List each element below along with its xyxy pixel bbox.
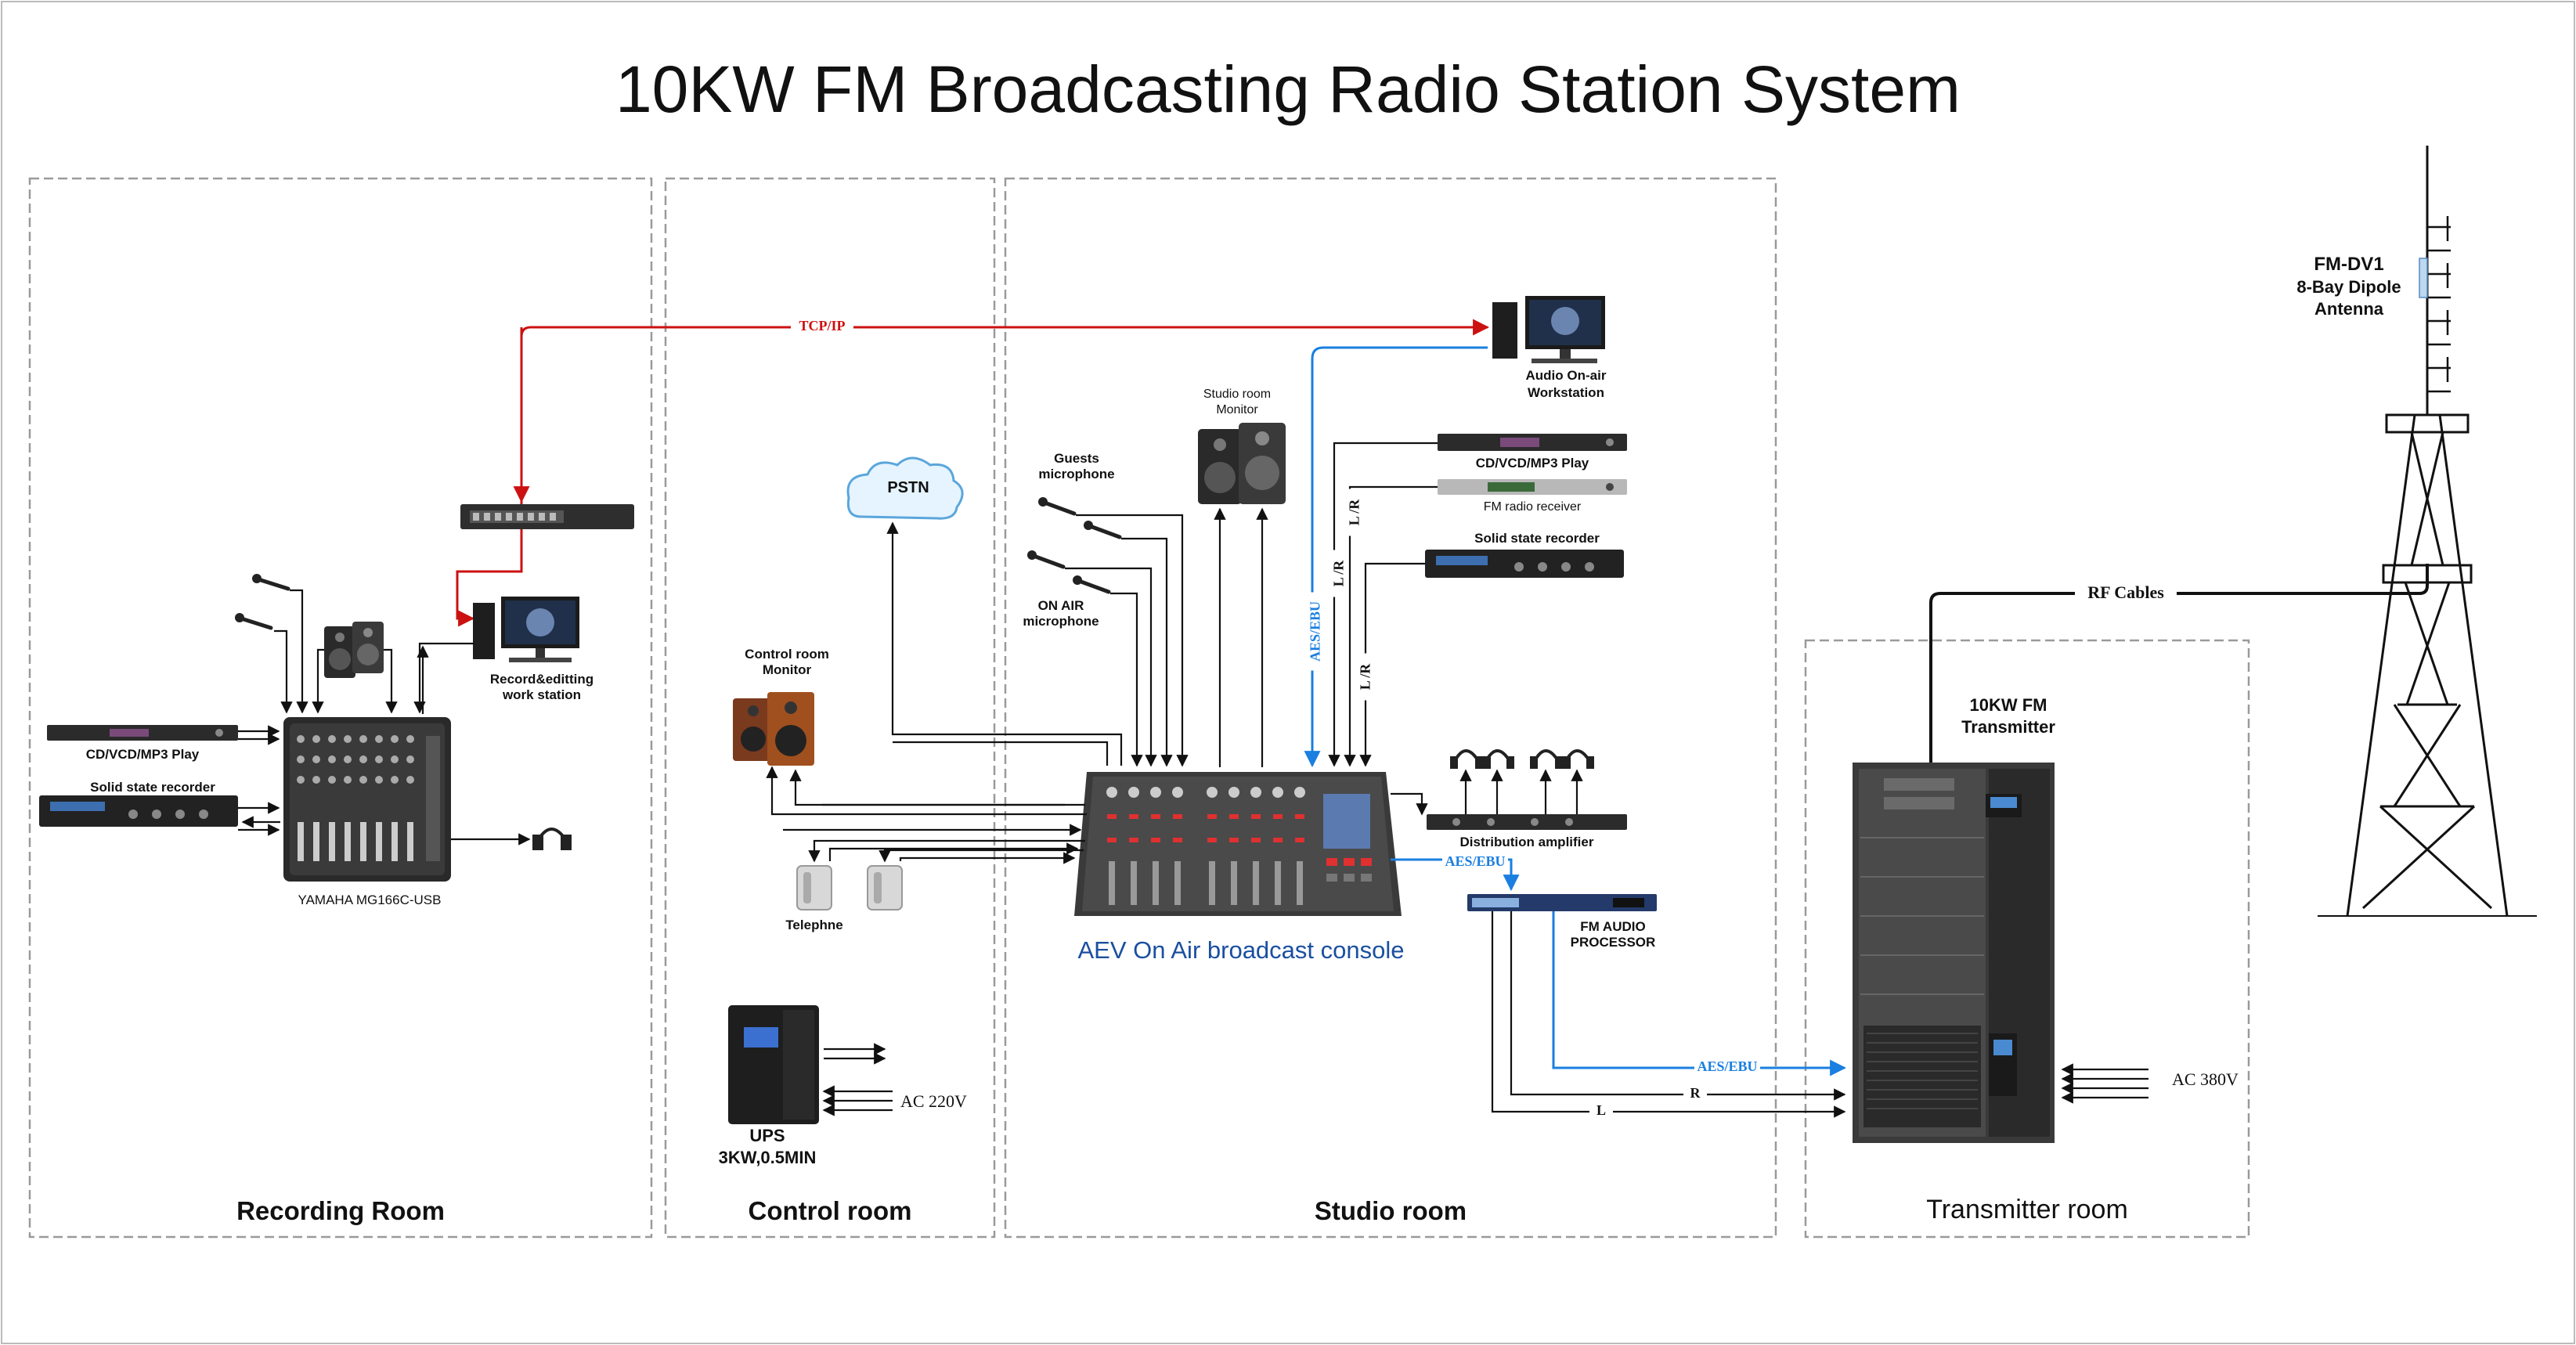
pstn-label: PSTN: [887, 479, 929, 496]
tcpip-link: [456, 319, 1490, 627]
telephone-label: Telephne: [785, 918, 843, 932]
lr-label-3: L /R: [1357, 653, 1374, 701]
control-room-speakers: [733, 692, 814, 766]
fm-radio-receiver: [1438, 479, 1627, 495]
cd-player-recording: [47, 725, 238, 741]
processor-label-1: FM AUDIO: [1580, 919, 1646, 934]
studio-monitor-speakers: [1198, 423, 1286, 504]
transmitter-room-box: [1804, 639, 2250, 1239]
audio-workstation-label-1: Audio On-air: [1525, 368, 1607, 383]
record-workstation-icon: [473, 597, 579, 662]
control-monitor-label-2: Monitor: [762, 662, 812, 677]
record-workstation-label-1: Record&editting: [489, 672, 594, 687]
transmitter-cabinet: [1853, 763, 2055, 1143]
rf-cable: [1929, 564, 2429, 763]
aev-console-icon: [1074, 772, 1402, 916]
ac220-label: AC 220V: [900, 1091, 967, 1111]
guest-mic-label-2: microphone: [1038, 467, 1115, 481]
record-workstation-label-2: work station: [502, 687, 582, 702]
transmitter-label-1: 10KW FM: [1969, 695, 2047, 715]
ac380-lines: [2061, 1063, 2148, 1104]
r-label: R: [1683, 1085, 1707, 1102]
distribution-amplifier: [1427, 814, 1627, 830]
ups-label-1: UPS: [749, 1126, 785, 1145]
tcpip-label: TCP/IP: [791, 318, 853, 334]
aes-ebu-label-3: AES/EBU: [1694, 1058, 1760, 1075]
lr-label-1: L /R: [1330, 550, 1348, 597]
recording-room-box: [28, 177, 653, 1239]
recording-headphones: [532, 828, 572, 850]
ups-power-lines: [822, 1043, 893, 1116]
studio-monitor-label-1: Studio room: [1203, 388, 1272, 401]
cd-player-studio-label: CD/VCD/MP3 Play: [1475, 456, 1589, 471]
mixer-label: YAMAHA MG166C-USB: [298, 892, 442, 907]
audio-workstation-label-2: Workstation: [1528, 385, 1604, 400]
transmitter-label-2: Transmitter: [1961, 717, 2055, 737]
studio-signal-lines: [766, 442, 1846, 1118]
ss-recorder-recording: [39, 795, 238, 827]
recording-signal-lines: [238, 589, 531, 846]
studio-room-label: Studio room: [1314, 1196, 1467, 1225]
ss-recorder-studio-label: Solid state recorder: [1474, 531, 1600, 546]
recording-microphones: [239, 577, 290, 630]
aes-ebu-label-2: AES/EBU: [1442, 853, 1508, 870]
ss-recorder-recording-label: Solid state recorder: [90, 780, 215, 795]
ups-label-2: 3KW,0.5MIN: [718, 1148, 817, 1167]
onair-mic-label-2: microphone: [1023, 614, 1099, 629]
antenna-label-2: 8-Bay Dipole: [2296, 277, 2401, 297]
onair-mic-label-1: ON AIR: [1037, 598, 1084, 613]
control-room-label: Control room: [748, 1196, 912, 1225]
console-label: AEV On Air broadcast console: [1077, 936, 1405, 964]
control-monitor-label-1: Control room: [745, 647, 829, 662]
network-switch: [460, 504, 634, 529]
fm-audio-processor: [1467, 894, 1657, 911]
antenna-label-1: FM-DV1: [2314, 254, 2384, 275]
telephones: [796, 865, 903, 910]
yamaha-mixer-icon: [283, 717, 451, 882]
fm-receiver-label: FM radio receiver: [1483, 500, 1582, 514]
recording-room-label: Recording Room: [236, 1196, 445, 1225]
cd-player-recording-label: CD/VCD/MP3 Play: [85, 747, 200, 762]
rf-cables-label: RF Cables: [2075, 582, 2177, 603]
control-room-box: [664, 177, 996, 1239]
guest-mic-label-1: Guests: [1054, 451, 1099, 466]
processor-label-2: PROCESSOR: [1570, 935, 1656, 950]
guest-microphones: [1031, 500, 1122, 594]
audio-onair-workstation-icon: [1492, 296, 1605, 363]
diagram-title: 10KW FM Broadcasting Radio Station Syste…: [615, 52, 1961, 126]
ss-recorder-studio: [1425, 550, 1624, 578]
antenna-tower: [2318, 146, 2537, 917]
recording-speakers: [324, 622, 384, 678]
cd-player-studio: [1438, 434, 1627, 451]
studio-room-box: [1004, 177, 1777, 1239]
ac380-label: AC 380V: [2172, 1069, 2239, 1089]
pstn-cloud: [846, 456, 964, 520]
l-label: L: [1589, 1102, 1613, 1119]
aes-ebu-label-1: AES/EBU: [1307, 592, 1324, 671]
ups-icon: [728, 1005, 819, 1124]
antenna-label-3: Antenna: [2314, 299, 2383, 319]
transmitter-room-label: Transmitter room: [1926, 1195, 2128, 1224]
lr-label-2: L /R: [1346, 489, 1363, 536]
studio-monitor-label-2: Monitor: [1216, 403, 1258, 416]
distribution-amp-label: Distribution amplifier: [1459, 835, 1594, 849]
